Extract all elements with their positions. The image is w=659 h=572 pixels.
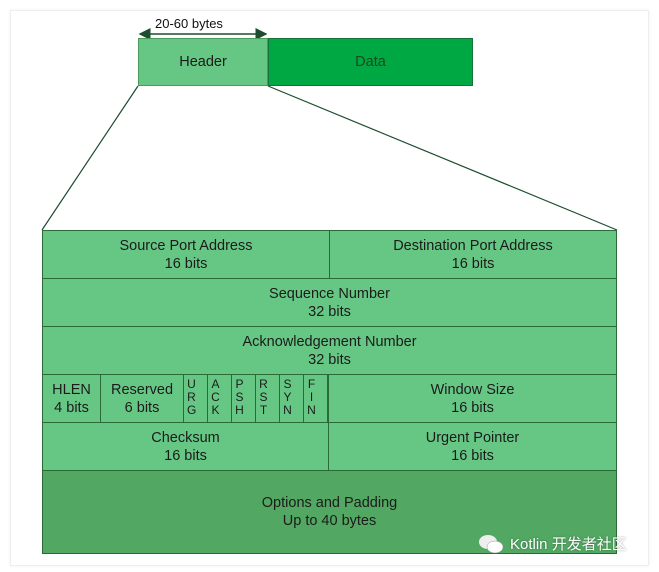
field-size: 32 bits — [308, 351, 351, 368]
wechat-icon — [479, 534, 504, 553]
flag-label: SYN — [283, 377, 292, 417]
flag-label: ACK — [211, 377, 220, 417]
field-size: 32 bits — [308, 303, 351, 320]
field-name: Checksum — [151, 429, 220, 446]
header-block: Header — [138, 38, 268, 86]
data-block: Data — [268, 38, 473, 86]
field-name: Destination Port Address — [393, 237, 553, 254]
field-name: Sequence Number — [269, 285, 390, 302]
field-name: Options and Padding — [261, 495, 398, 511]
zoom-line-right — [267, 85, 618, 231]
flag-ack: ACK — [207, 374, 232, 423]
field-name: HLEN — [52, 381, 91, 398]
flag-rst: RST — [255, 374, 280, 423]
flag-urg: URG — [183, 374, 208, 423]
field-size: 16 bits — [451, 399, 494, 416]
watermark-text: Kotlin 开发者社区 — [510, 536, 627, 553]
flag-label: RST — [259, 377, 268, 417]
field-name: Source Port Address — [119, 237, 253, 254]
field-size: 16 bits — [451, 447, 494, 464]
field-name: Reserved — [110, 381, 174, 398]
field-size: Up to 40 bytes — [282, 513, 377, 529]
options-padding-field: Options and Padding Up to 40 bytes — [42, 470, 617, 554]
flag-fin: FIN — [303, 374, 328, 423]
field-name: Acknowledgement Number — [242, 333, 417, 350]
field-size: 16 bits — [164, 447, 207, 464]
flag-label: PSH — [235, 377, 244, 417]
flag-label: URG — [187, 377, 197, 417]
field-name: Window Size — [430, 381, 515, 398]
flag-psh: PSH — [231, 374, 256, 423]
zoom-line-left — [41, 85, 139, 231]
watermark: Kotlin 开发者社区 — [478, 533, 627, 554]
size-label: 20-60 bytes — [155, 16, 223, 31]
flag-label: FIN — [307, 377, 316, 417]
field-size: 16 bits — [451, 255, 495, 272]
field-size: 16 bits — [164, 255, 208, 272]
field-name: Urgent Pointer — [425, 429, 520, 446]
field-size: 4 bits — [54, 399, 89, 416]
field-size: 6 bits — [124, 399, 160, 416]
flag-syn: SYN — [279, 374, 304, 423]
